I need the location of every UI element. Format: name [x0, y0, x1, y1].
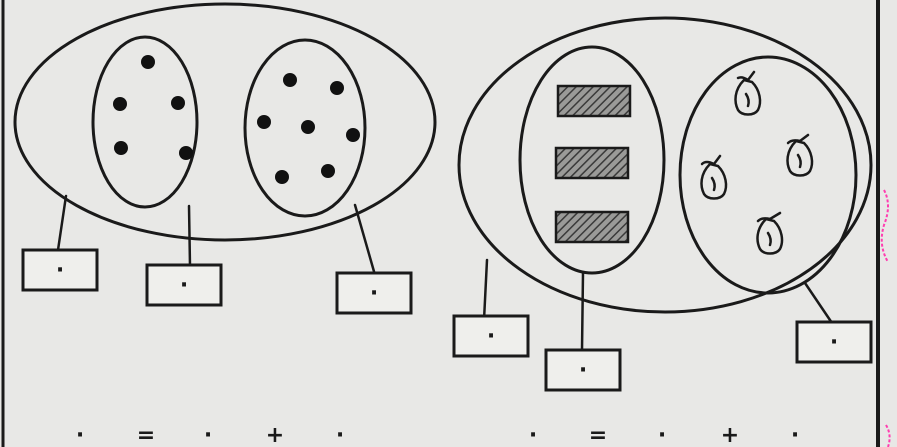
- right-eq-c: ·: [791, 423, 799, 447]
- left-set-b-dots: [257, 73, 360, 184]
- right-total-connector: [484, 260, 487, 320]
- right-eq-plus: +: [721, 423, 739, 447]
- right-total-box-value: ·: [487, 324, 495, 349]
- right-part-b-connector: [805, 283, 832, 323]
- right-eq-a: ·: [529, 423, 537, 447]
- dot: [283, 73, 297, 87]
- dot: [114, 141, 128, 155]
- left-total-box-value: ·: [56, 258, 64, 283]
- right-set-a-bars: [556, 86, 630, 242]
- dot: [275, 170, 289, 184]
- margin-mark: [886, 425, 890, 447]
- left-eq-b: ·: [204, 423, 212, 447]
- dot: [330, 81, 344, 95]
- right-part-b-box-value: ·: [830, 330, 838, 355]
- pear-icon: [758, 213, 782, 254]
- dot: [257, 115, 271, 129]
- left-eq-c: ·: [336, 423, 344, 447]
- left-total-connector: [58, 196, 66, 250]
- right-eq-b: ·: [658, 423, 666, 447]
- left-outer-ellipse: [15, 4, 435, 240]
- dot: [113, 97, 127, 111]
- hatched-bar: [556, 212, 628, 242]
- dot: [346, 128, 360, 142]
- pear-icon: [702, 156, 726, 199]
- left-eq-plus: +: [266, 423, 284, 447]
- right-part-b-box[interactable]: ·: [797, 322, 871, 362]
- left-part-a-box-value: ·: [180, 273, 188, 298]
- left-part-b-connector: [355, 205, 375, 275]
- right-part-a-connector: [582, 273, 583, 350]
- right-part-a-box[interactable]: ·: [546, 350, 620, 390]
- hatched-bar: [558, 86, 630, 116]
- dot: [141, 55, 155, 69]
- pear-icon: [736, 72, 760, 115]
- right-eq-equals: =: [589, 423, 607, 447]
- left-part-b-box[interactable]: ·: [337, 273, 411, 313]
- left-set-a-dots: [113, 55, 193, 160]
- hatched-bar: [556, 148, 628, 178]
- right-total-box[interactable]: ·: [454, 316, 528, 356]
- left-eq-a: ·: [76, 423, 84, 447]
- dot: [171, 96, 185, 110]
- left-problem: · · ·: [15, 4, 435, 313]
- left-part-a-box[interactable]: ·: [147, 265, 221, 305]
- left-part-a-connector: [189, 206, 190, 266]
- right-part-a-box-value: ·: [579, 358, 587, 383]
- margin-mark: [882, 190, 888, 262]
- pear-icon: [788, 135, 812, 176]
- left-total-box[interactable]: ·: [23, 250, 97, 290]
- right-inner-ellipse-b: [680, 57, 856, 293]
- right-equation: · = · + ·: [529, 423, 799, 447]
- dot: [301, 120, 315, 134]
- dot: [321, 164, 335, 178]
- left-equation: · = · + ·: [76, 423, 344, 447]
- dot: [179, 146, 193, 160]
- left-eq-equals: =: [137, 423, 155, 447]
- right-set-b-pears: [702, 72, 812, 254]
- right-problem: · · ·: [454, 18, 871, 390]
- left-part-b-box-value: ·: [370, 281, 378, 306]
